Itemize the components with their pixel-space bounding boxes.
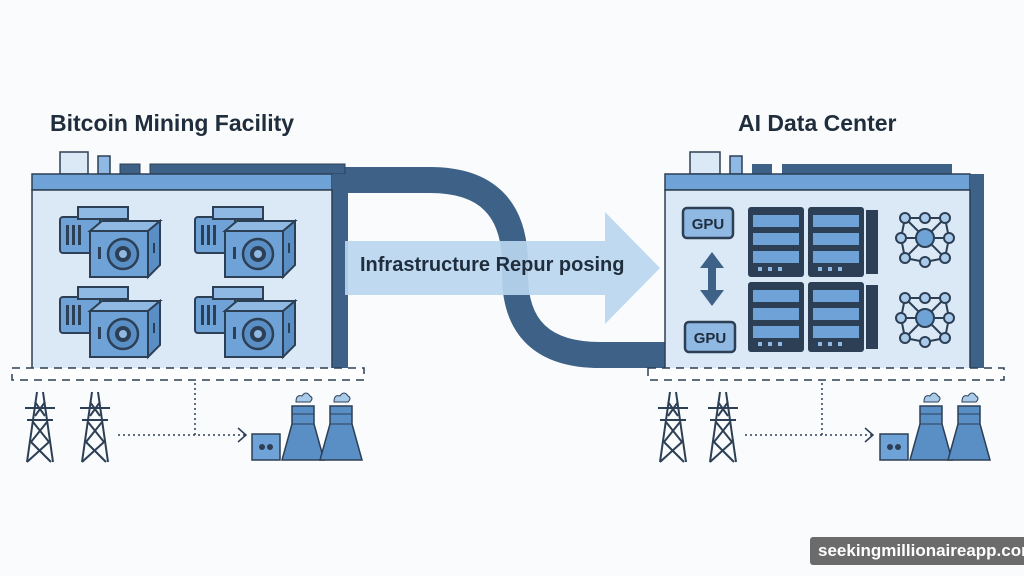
gpu-module-bottom: GPU [683,320,737,354]
gpu-module-top: GPU [681,206,735,240]
repurposing-label: Infrastructure Repur posing [360,254,625,276]
neural-network-icon [895,212,955,268]
power-plant-icon [251,392,363,461]
bitcoin-facility-building [11,151,365,381]
server-rack [808,207,864,277]
bidirectional-arrow-icon [700,252,724,306]
power-plant-icon [879,392,991,461]
server-rack [808,282,864,352]
bitcoin-facility-title: Bitcoin Mining Facility [50,110,295,136]
right-power-infrastructure [657,383,991,463]
server-rack [748,282,804,352]
gpu-label: GPU [692,216,725,233]
neural-network-icon [895,292,955,348]
repurposing-arrow [345,212,660,324]
gpu-label: GPU [694,330,727,347]
ai-datacenter-building: GPU GPU [647,151,1005,381]
power-tower-icon [79,391,111,463]
power-tower-icon [24,391,56,463]
ai-datacenter-title: AI Data Center [738,110,897,136]
watermark: seekingmillionaireapp.com [810,537,1024,565]
power-tower-icon [707,391,739,463]
server-rack [748,207,804,277]
left-power-infrastructure [24,383,363,463]
power-tower-icon [657,391,689,463]
